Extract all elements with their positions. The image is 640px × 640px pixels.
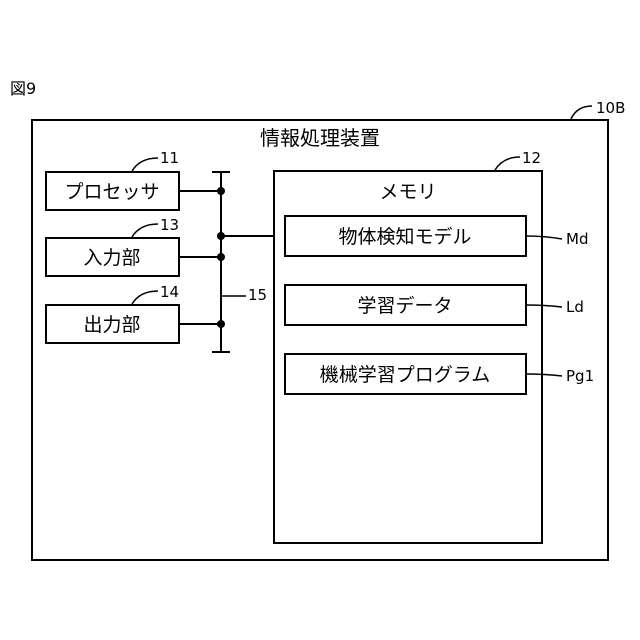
junction-output — [217, 320, 225, 328]
memory-item-model-label: 物体検知モデル — [338, 226, 471, 248]
processor-ref-leader — [132, 158, 158, 171]
memory-item-data-ref: Ld — [566, 298, 584, 316]
memory-ref: 12 — [522, 149, 541, 167]
input-ref: 13 — [160, 216, 179, 234]
junction-memory — [217, 232, 225, 240]
output-ref: 14 — [160, 283, 179, 301]
figure-label: 図9 — [10, 79, 36, 98]
device-ref: 10B — [596, 99, 625, 117]
memory-ref-leader — [495, 157, 520, 170]
input-ref-leader — [132, 224, 158, 237]
memory-item-program-label: 機械学習プログラム — [320, 364, 490, 386]
input-label: 入力部 — [83, 247, 140, 269]
bus-ref: 15 — [248, 286, 267, 304]
device-title: 情報処理装置 — [260, 126, 380, 150]
memory-item-program-ref: Pg1 — [566, 367, 594, 385]
memory-title: メモリ — [379, 181, 436, 203]
output-ref-leader — [132, 291, 158, 304]
processor-ref: 11 — [160, 149, 179, 167]
junction-input — [217, 253, 225, 261]
device-ref-leader — [571, 106, 592, 119]
memory-item-data-label: 学習データ — [357, 295, 452, 317]
memory-item-model-ref: Md — [566, 230, 588, 248]
junction-processor — [217, 187, 225, 195]
processor-label: プロセッサ — [64, 181, 159, 203]
output-label: 出力部 — [83, 314, 140, 336]
